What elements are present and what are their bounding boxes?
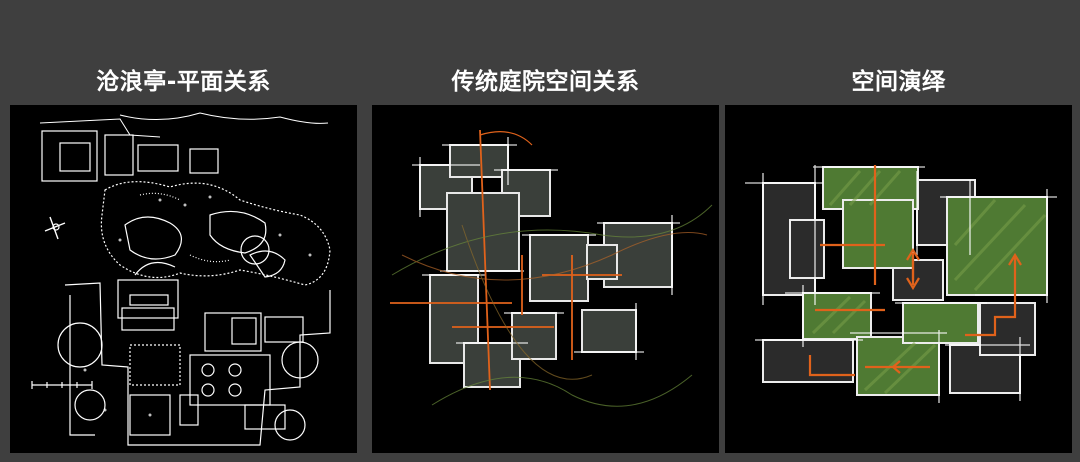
space-interpretation-panel <box>725 105 1072 453</box>
title-canglang-plan: 沧浪亭-平面关系 <box>96 69 271 95</box>
site-plan-drawing <box>31 112 331 446</box>
title-courtyard-relation: 传统庭院空间关系 <box>451 69 640 95</box>
site-plan-panel <box>10 105 357 453</box>
courtyard-sketch-panel <box>372 105 719 453</box>
title-space-interpretation: 空间演绎 <box>851 69 946 95</box>
space-interpretation-sketch <box>745 165 1057 403</box>
courtyard-sketch <box>390 129 713 407</box>
